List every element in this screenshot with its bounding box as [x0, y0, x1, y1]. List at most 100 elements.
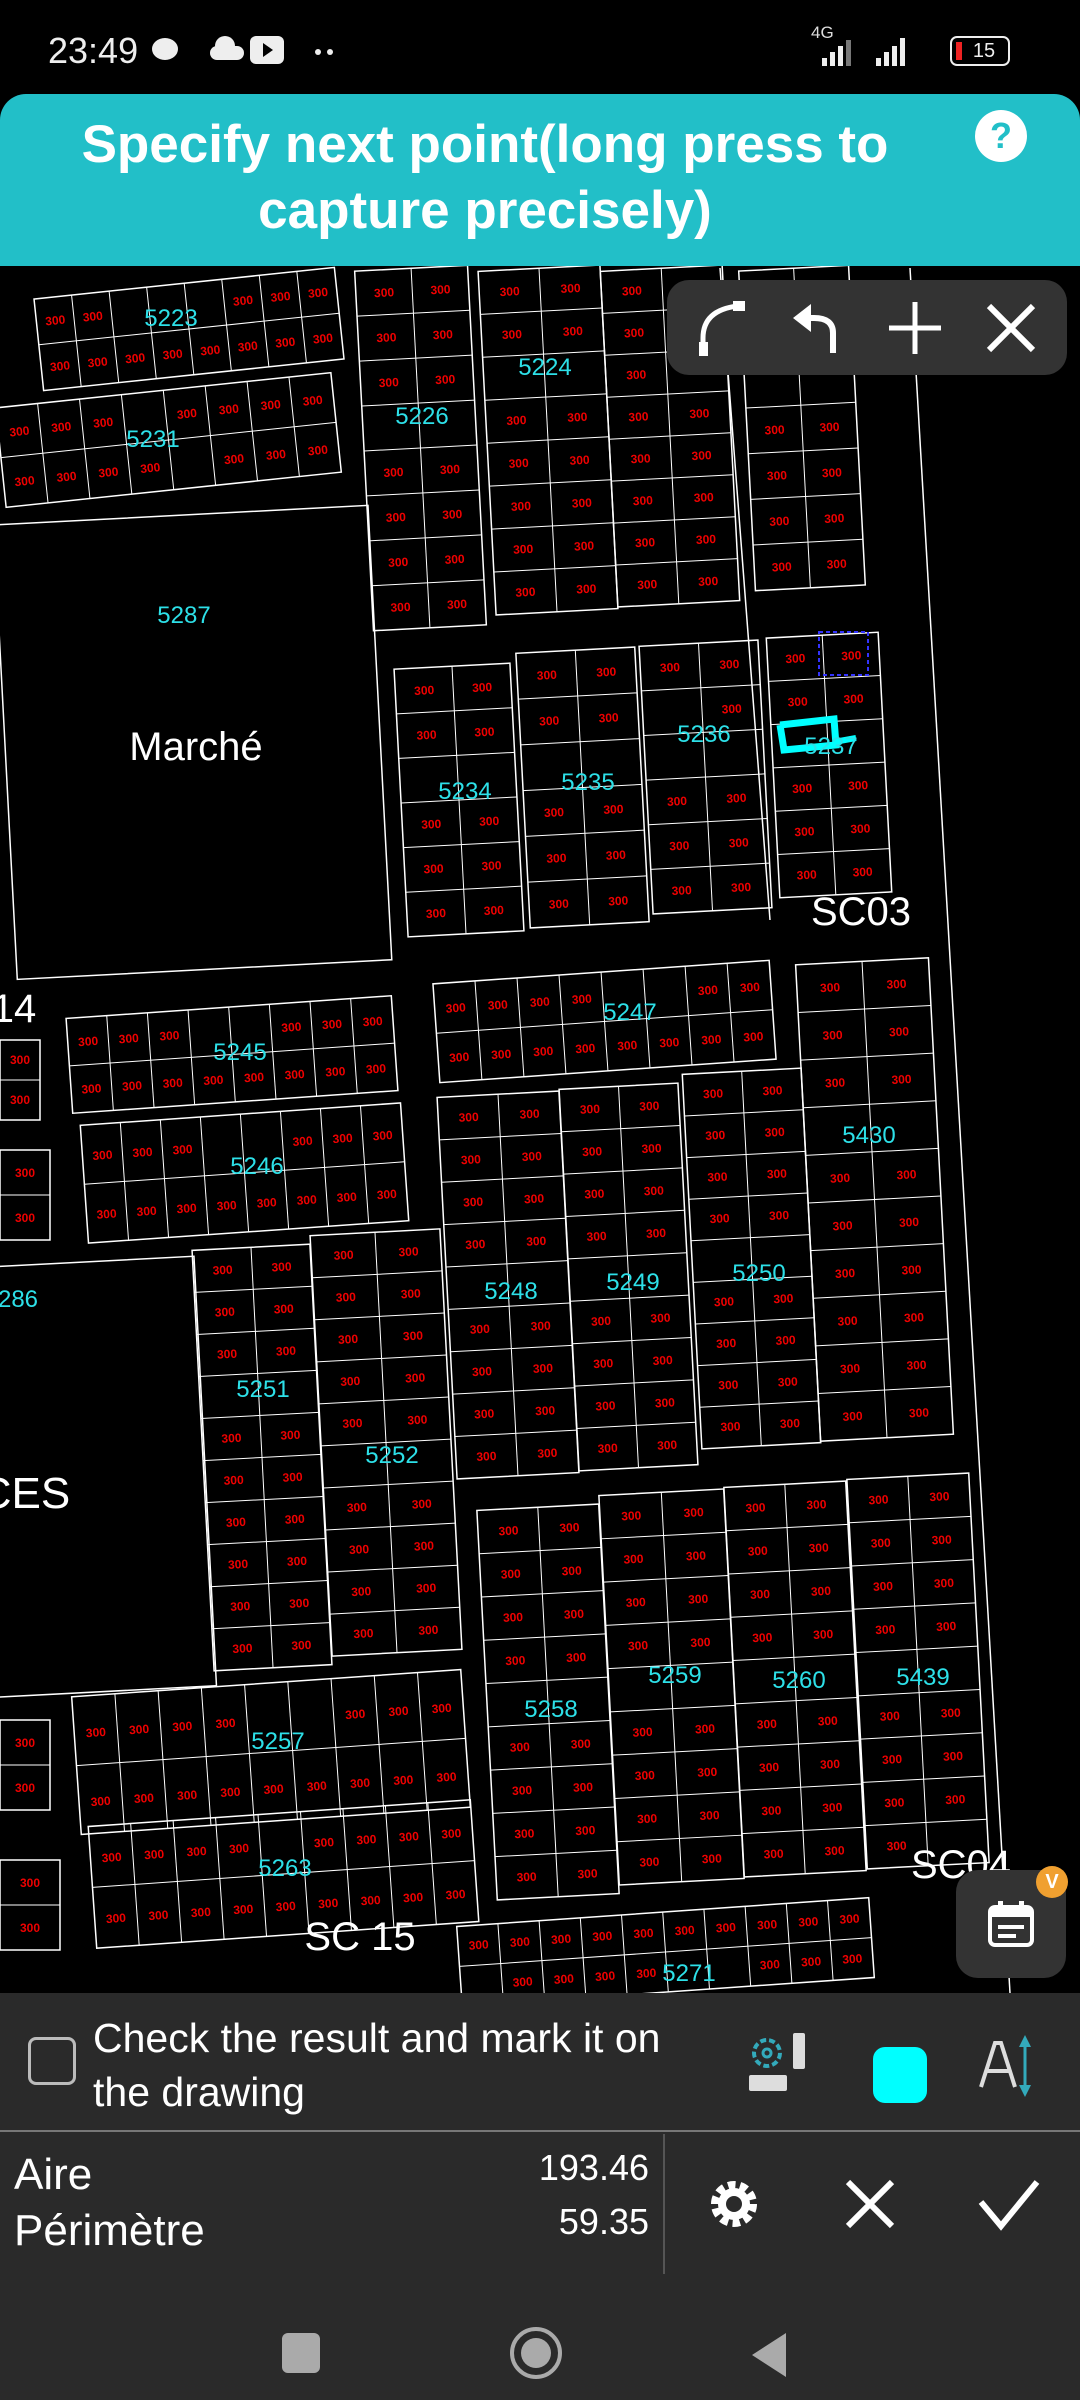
lot-area-label: 300 [372, 1128, 393, 1143]
lot-area-label: 300 [307, 285, 329, 301]
lot-area-label: 300 [785, 651, 806, 666]
color-swatch[interactable] [873, 2047, 927, 2103]
home-icon[interactable] [508, 2325, 564, 2381]
measure-settings-icon[interactable] [745, 2031, 811, 2095]
market-block[interactable] [0, 504, 393, 981]
lot-area-label: 300 [223, 1473, 244, 1488]
lot-area-label: 300 [512, 1974, 533, 1989]
lot-area-label: 300 [416, 728, 437, 743]
lot-area-label: 300 [441, 1826, 462, 1841]
ces-block[interactable] [0, 1255, 218, 1699]
lot-area-label: 300 [162, 1076, 183, 1091]
block-number-label: 5252 [365, 1442, 418, 1469]
lot-area-label: 300 [282, 1470, 303, 1485]
calendar-button[interactable]: V [956, 1866, 1068, 1978]
lot-area-label: 300 [512, 1783, 533, 1798]
cancel-tool-button[interactable] [976, 293, 1046, 363]
lot-area-label: 300 [296, 1192, 317, 1207]
help-button[interactable]: ? [975, 110, 1027, 162]
place-label: 14 [0, 987, 36, 1031]
text-size-icon[interactable] [975, 2035, 1035, 2097]
lot-area-label: 300 [390, 600, 411, 615]
lot-area-label: 300 [445, 1000, 466, 1015]
lot-area-label: 300 [840, 1361, 861, 1376]
place-label: SC03 [811, 890, 911, 934]
block-number-label: 5237 [804, 733, 857, 760]
undo-button[interactable] [784, 293, 854, 363]
lot-area-label: 300 [943, 1749, 964, 1764]
lot-area-label: 300 [388, 555, 409, 570]
lot-area-label: 300 [398, 1829, 419, 1844]
result-panel: Check the result and mark it on the draw… [0, 1993, 1080, 2400]
lot-area-label: 300 [567, 410, 588, 425]
mark-result-checkbox[interactable] [28, 2037, 76, 2085]
recents-icon[interactable] [282, 2333, 322, 2375]
lot-area-label: 300 [400, 1286, 421, 1301]
lot-area-label: 300 [801, 1954, 822, 1969]
lot-area-label: 300 [469, 1322, 490, 1337]
back-icon[interactable] [750, 2331, 790, 2379]
add-point-button[interactable] [880, 293, 950, 363]
lot-area-label: 300 [511, 499, 532, 514]
lot-area-label: 300 [133, 1791, 154, 1806]
lot-area-label: 300 [474, 725, 495, 740]
close-icon[interactable] [842, 2176, 898, 2232]
block-number-label: 5234 [438, 778, 491, 805]
lot-area-label: 300 [325, 1064, 346, 1079]
lot-area-label: 300 [822, 465, 843, 480]
lot-area-label: 300 [15, 1211, 35, 1225]
lot-area-label: 300 [431, 1701, 452, 1716]
settings-icon[interactable] [704, 2174, 764, 2234]
lot-area-label: 300 [707, 1169, 728, 1184]
mark-result-label[interactable]: Check the result and mark it on the draw… [93, 2015, 661, 2115]
lot-area-label: 300 [571, 496, 592, 511]
lot-area-label: 300 [461, 1152, 482, 1167]
result-actions [665, 2134, 1080, 2274]
lot-area-label: 300 [416, 1581, 437, 1596]
arc-button[interactable] [688, 293, 758, 363]
lot-area-label: 300 [56, 469, 78, 485]
lot-area-label: 300 [346, 1500, 367, 1515]
block-number-label: 5251 [236, 1376, 289, 1403]
lot-area-label: 300 [105, 1911, 126, 1926]
confirm-check-icon[interactable] [977, 2176, 1041, 2232]
lot-area-label: 300 [118, 1031, 139, 1046]
lot-area-label: 300 [636, 1966, 657, 1981]
calendar-icon [988, 1901, 1034, 1947]
lot-area-label: 300 [498, 1523, 519, 1538]
lot-area-label: 300 [414, 683, 435, 698]
lot-area-label: 300 [190, 1905, 211, 1920]
